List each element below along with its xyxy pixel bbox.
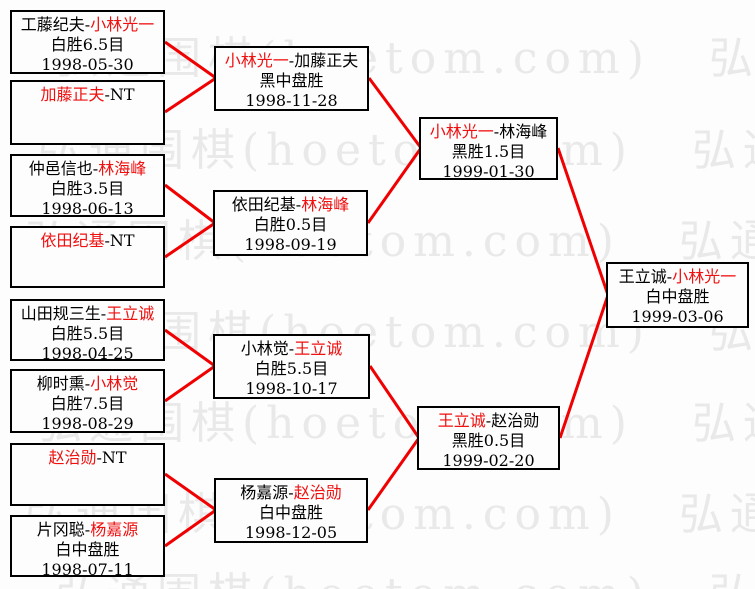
match-result: 白中盘胜 — [645, 287, 710, 306]
match-players: 杨嘉源-赵治勋 — [240, 483, 342, 502]
match-result: 白胜7.5目 — [50, 394, 125, 413]
match-players: 赵治勋-NT — [48, 448, 127, 467]
match-box-r2-1: 小林光一-加藤正夫 黑中盘胜 1998-11-28 — [214, 46, 369, 111]
connector-line — [558, 294, 610, 439]
match-date: 1998-12-05 — [244, 523, 338, 542]
match-players: 山田规三生-王立诚 — [20, 304, 155, 323]
match-date: 1999-02-20 — [442, 451, 535, 470]
connector-line — [164, 183, 216, 225]
connector-line — [164, 472, 217, 512]
match-result: 白胜0.5目 — [253, 215, 328, 234]
match-box-r1-4: 依田纪基-NT — [10, 226, 165, 288]
connector-line — [164, 76, 217, 114]
match-box-r1-8: 片冈聪-杨嘉源 白中盘胜 1998-07-11 — [10, 515, 165, 579]
match-date: 1998-06-13 — [41, 199, 134, 218]
match-players: 王立诚-赵治勋 — [437, 411, 540, 430]
match-players: 小林觉-王立诚 — [240, 339, 343, 358]
match-date: 1999-01-30 — [442, 162, 535, 181]
match-box-r1-3: 仲邑信也-林海峰 白胜3.5目 1998-06-13 — [10, 154, 165, 218]
match-result: 白胜5.5目 — [254, 359, 329, 378]
match-date: 1998-11-28 — [245, 91, 338, 110]
watermark-text: 弘通围棋(hoetom.com)弘通围棋(hoetom.com) — [55, 572, 755, 589]
match-box-sf-2: 王立诚-赵治勋 黑胜0.5目 1999-02-20 — [417, 406, 560, 470]
match-players: 柳时熏-小林觉 — [36, 374, 139, 393]
match-box-r1-1: 工藤纪夫-小林光一 白胜6.5目 1998-05-30 — [10, 10, 165, 74]
match-date: 1998-09-19 — [244, 235, 337, 254]
connector-line — [367, 77, 423, 149]
match-date: 1998-07-11 — [41, 560, 134, 579]
connector-line — [164, 328, 216, 368]
match-players: 小林光一-加藤正夫 — [224, 51, 359, 70]
match-result: 黑胜0.5目 — [451, 431, 526, 450]
match-box-r2-2: 依田纪基-林海峰 白胜0.5目 1998-09-19 — [213, 190, 368, 256]
match-result: 白中盘胜 — [258, 503, 323, 522]
match-box-r1-7: 赵治勋-NT — [10, 443, 165, 506]
match-box-final: 王立诚-小林光一 白中盘胜 1999-03-06 — [606, 262, 749, 328]
match-players: 依田纪基-林海峰 — [231, 195, 350, 214]
match-date: 1998-08-29 — [41, 414, 134, 433]
match-result: 白胜3.5目 — [50, 179, 125, 198]
connector-line — [366, 437, 421, 511]
match-box-sf-1: 小林光一-林海峰 黑胜1.5目 1999-01-30 — [419, 117, 558, 181]
match-result: 黑中盘胜 — [259, 71, 324, 90]
match-date: 1998-04-25 — [41, 344, 134, 363]
connector-line — [164, 508, 217, 548]
match-box-r2-3: 小林觉-王立诚 白胜5.5目 1998-10-17 — [213, 334, 370, 399]
match-players: 加藤正夫-NT — [40, 85, 135, 104]
match-date: 1999-03-06 — [631, 307, 724, 326]
match-players: 工藤纪夫-小林光一 — [20, 15, 155, 34]
match-box-r1-6: 柳时熏-小林觉 白胜7.5目 1998-08-29 — [10, 369, 165, 433]
match-players: 依田纪基-NT — [40, 231, 135, 250]
match-result: 白胜6.5目 — [50, 35, 125, 54]
match-box-r1-5: 山田规三生-王立诚 白胜5.5目 1998-04-25 — [10, 299, 165, 363]
match-result: 白胜5.5目 — [50, 324, 125, 343]
match-result: 黑胜1.5目 — [451, 142, 526, 161]
match-players: 王立诚-小林光一 — [618, 267, 737, 286]
connector-line — [368, 365, 421, 439]
match-box-r2-4: 杨嘉源-赵治勋 白中盘胜 1998-12-05 — [214, 478, 368, 543]
match-date: 1998-05-30 — [41, 55, 134, 74]
match-date: 1998-10-17 — [245, 379, 338, 398]
connector-line — [366, 147, 423, 224]
connector-line — [164, 364, 216, 403]
match-players: 仲邑信也-林海峰 — [28, 159, 147, 178]
match-box-r1-2: 加藤正夫-NT — [10, 80, 165, 145]
match-players: 小林光一-林海峰 — [429, 122, 548, 141]
match-result: 白中盘胜 — [55, 540, 120, 559]
connector-line — [164, 40, 217, 80]
match-players: 片冈聪-杨嘉源 — [36, 520, 139, 539]
connector-line — [164, 221, 216, 259]
connector-line — [556, 147, 610, 296]
